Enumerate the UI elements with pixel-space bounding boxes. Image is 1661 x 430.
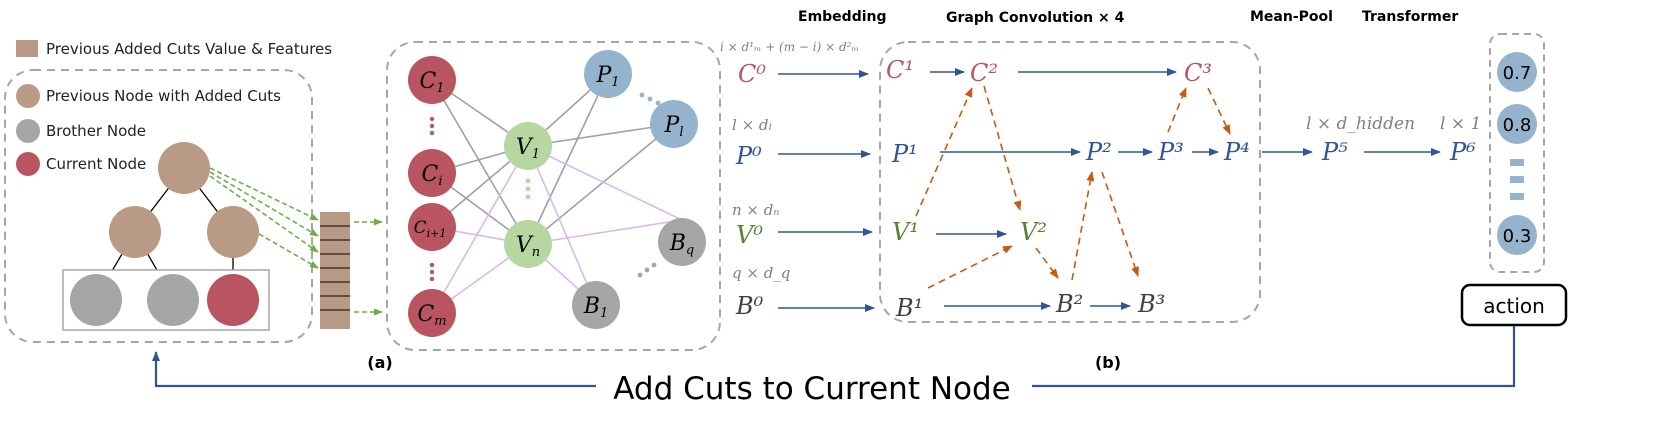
node-label: P1 xyxy=(595,63,619,90)
header-graph-conv: Graph Convolution × 4 xyxy=(946,10,1125,26)
brother-node xyxy=(147,274,199,326)
output-value-node xyxy=(1497,52,1537,92)
dim-l-dhidden: l × d_hidden xyxy=(1306,114,1415,134)
emb-v2: V² xyxy=(1020,218,1047,246)
emb-b2: B² xyxy=(1055,290,1083,318)
emb-p6: P⁶ xyxy=(1449,138,1476,166)
legend-prev-node-swatch xyxy=(16,84,40,108)
dim-q-dq: q × d_q xyxy=(732,264,790,282)
emb-p1: P¹ xyxy=(891,140,918,168)
node-label: B1 xyxy=(583,294,608,321)
bound-node-bq xyxy=(658,218,706,266)
output-value-node xyxy=(1497,104,1537,144)
legend-brother-swatch xyxy=(16,119,40,143)
emb-v0: V⁰ xyxy=(736,221,763,249)
constraint-node-cm xyxy=(408,289,456,337)
output-value: 0.7 xyxy=(1503,63,1532,84)
cut-feature-arrow xyxy=(209,167,319,221)
emb-b3: B³ xyxy=(1137,290,1165,318)
action-box xyxy=(1460,283,1568,327)
bound-node-b1 xyxy=(572,281,620,329)
emb-p4: P⁴ xyxy=(1223,138,1250,166)
emb-c1: C¹ xyxy=(886,56,914,84)
node-label: Vn xyxy=(516,233,540,260)
node-label: V1 xyxy=(516,135,540,162)
output-column-border xyxy=(1489,33,1545,273)
output-value: 0.8 xyxy=(1503,115,1532,136)
tree-root-node xyxy=(158,142,210,194)
cut-feature-arrow xyxy=(209,171,319,237)
legend-brother-label: Brother Node xyxy=(46,122,146,140)
legend-current-swatch xyxy=(16,152,40,176)
dim-c-formula: i × d¹ₘ + (m − i) × d²ₘ xyxy=(720,40,859,54)
emb-b1: B¹ xyxy=(895,294,923,322)
emb-p5: P⁵ xyxy=(1321,138,1348,166)
emb-c3: C³ xyxy=(1184,59,1212,87)
emb-c2: C² xyxy=(970,59,998,87)
constraint-node-ci1 xyxy=(408,203,456,251)
output-value-node xyxy=(1497,215,1537,255)
header-transformer: Transformer xyxy=(1362,9,1458,25)
legend-prev-node-label: Previous Node with Added Cuts xyxy=(46,87,281,105)
node-label: Ci+1 xyxy=(414,218,447,240)
legend-current-label: Current Node xyxy=(46,155,146,173)
feedback-arrow xyxy=(152,326,1516,388)
dim-n-dn: n × dₙ xyxy=(732,201,779,219)
feedback-label: Add Cuts to Current Node xyxy=(613,371,1011,407)
variable-node-v1 xyxy=(504,122,552,170)
node-label: C1 xyxy=(419,69,444,96)
node-label: Cm xyxy=(417,302,446,329)
legend-cuts-swatch xyxy=(16,40,38,57)
variable-node-vn xyxy=(504,220,552,268)
legend-cuts-label: Previous Added Cuts Value & Features xyxy=(46,40,332,58)
panel-a-label: (a) xyxy=(367,353,392,372)
node-label: Ci xyxy=(421,162,442,189)
node-label: Pl xyxy=(664,113,684,140)
emb-p3: P³ xyxy=(1157,138,1184,166)
tree-panel-border xyxy=(4,69,313,343)
cut-stack-block xyxy=(320,212,350,329)
cut-node-pl xyxy=(650,100,698,148)
emb-b0: B⁰ xyxy=(735,292,764,320)
dim-l-dl: l × dₗ xyxy=(732,116,772,134)
emb-p0: P⁰ xyxy=(735,142,762,170)
emb-c0: C⁰ xyxy=(738,60,766,88)
emb-p2: P² xyxy=(1085,138,1112,166)
output-column: 0.7 0.8 0.3 xyxy=(1489,33,1545,273)
tree-left-node xyxy=(109,206,161,258)
tree-right-node xyxy=(207,206,259,258)
cut-feature-arrow xyxy=(209,175,319,253)
tree-panel: Previous Added Cuts Value & Features Pre… xyxy=(4,40,332,343)
gcn-panel-border xyxy=(879,41,1261,323)
action-label: action xyxy=(1483,294,1545,318)
current-node xyxy=(207,274,259,326)
node-label: Bq xyxy=(669,231,695,258)
panel-b-label: (b) xyxy=(1095,353,1121,372)
emb-v1: V¹ xyxy=(892,218,919,246)
cut-feature-arrow xyxy=(258,233,319,269)
constraint-node-ci xyxy=(408,149,456,197)
header-mean-pool: Mean-Pool xyxy=(1250,9,1333,25)
brother-node xyxy=(70,274,122,326)
output-value: 0.3 xyxy=(1503,226,1532,247)
graph-panel: C1 Ci Ci+1 Cm V1 Vn P1 Pl Bq B1 xyxy=(386,41,721,351)
cut-feature-stack xyxy=(320,212,383,329)
dim-l-1: l × 1 xyxy=(1440,114,1481,134)
header-embedding: Embedding xyxy=(798,9,887,25)
cut-node-p1 xyxy=(584,50,632,98)
constraint-node-c1 xyxy=(408,56,456,104)
